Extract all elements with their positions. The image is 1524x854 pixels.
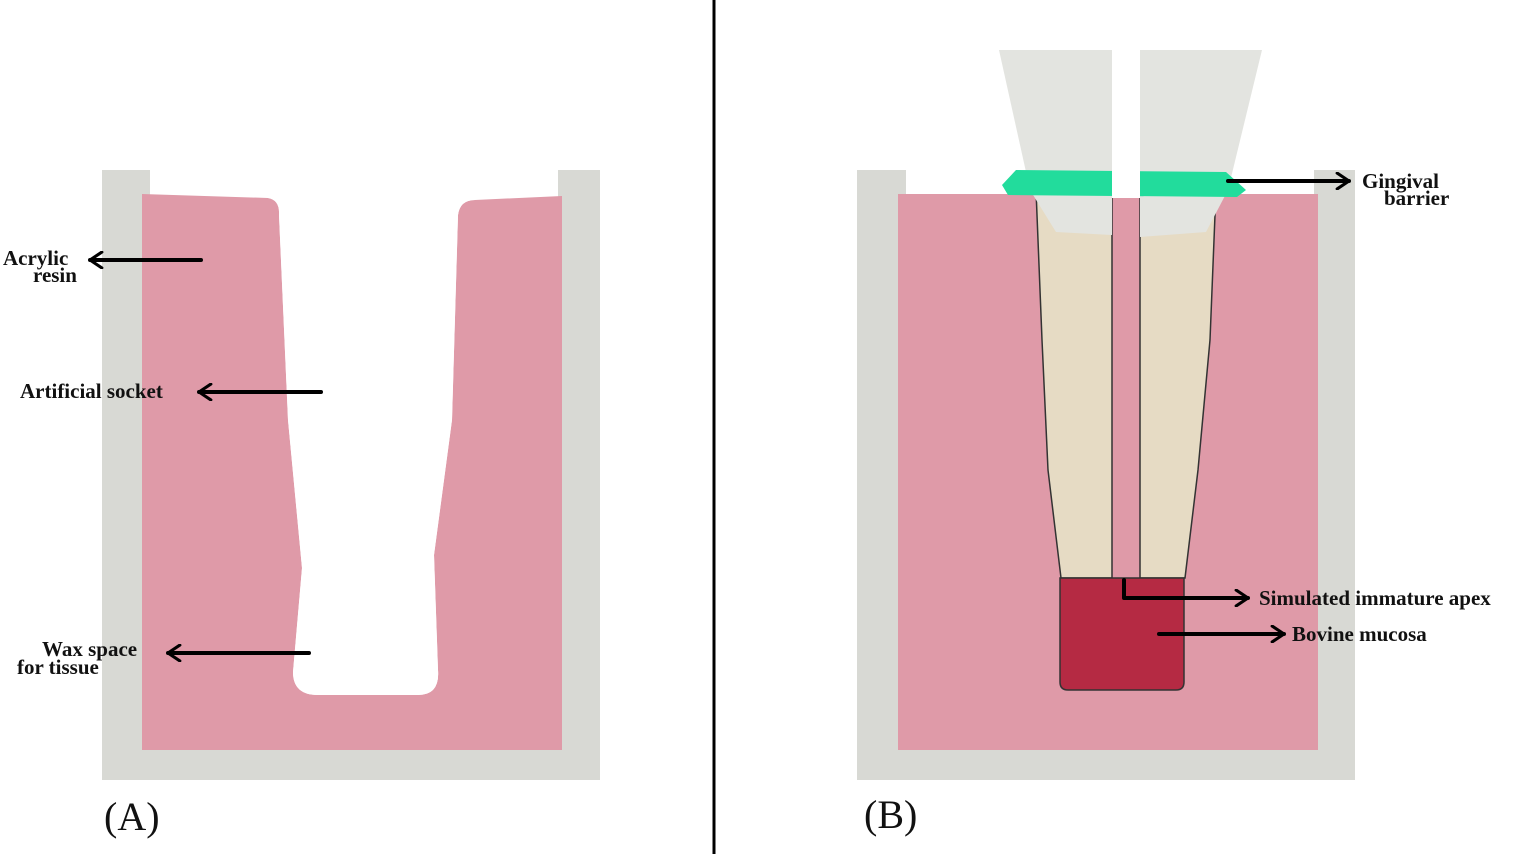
panel-a-label: (A) — [104, 794, 160, 839]
artificial-socket-annotation: Artificial socket — [20, 379, 323, 403]
wax-space-label-line2: for tissue — [17, 655, 99, 679]
wax-space-annotation: Wax space for tissue — [17, 637, 311, 679]
acrylic-resin-label-line1: Acrylic — [3, 246, 68, 270]
bovine-mucosa — [1059, 577, 1185, 691]
panel-b-label: (B) — [864, 792, 917, 837]
panel-b: Gingival barrier Simulated immature apex… — [857, 50, 1491, 837]
canal-gap-barrier — [1112, 170, 1140, 198]
acrylic-resin-label-line2: resin — [33, 263, 77, 287]
simulated-apex-arrow — [1122, 578, 1250, 598]
panel-a-acrylic-resin — [142, 194, 562, 750]
panel-a: Acrylic resin Artificial socket Wax spac… — [3, 170, 600, 839]
gingival-barrier-label-line1: Gingival — [1362, 169, 1439, 193]
gingival-barrier-annotation: Gingival barrier — [1226, 169, 1449, 210]
bovine-mucosa-annotation: Bovine mucosa — [1157, 622, 1427, 646]
artificial-socket — [268, 198, 475, 695]
simulated-apex-label: Simulated immature apex — [1259, 586, 1491, 610]
gingival-barrier-label-line2: barrier — [1384, 186, 1449, 210]
wax-space-label-line1: Wax space — [42, 637, 137, 661]
acrylic-resin-annotation: Acrylic resin — [3, 246, 203, 287]
simulated-apex-annotation: Simulated immature apex — [1122, 578, 1491, 610]
bovine-mucosa-label: Bovine mucosa — [1292, 622, 1427, 646]
artificial-socket-label: Artificial socket — [20, 379, 163, 403]
